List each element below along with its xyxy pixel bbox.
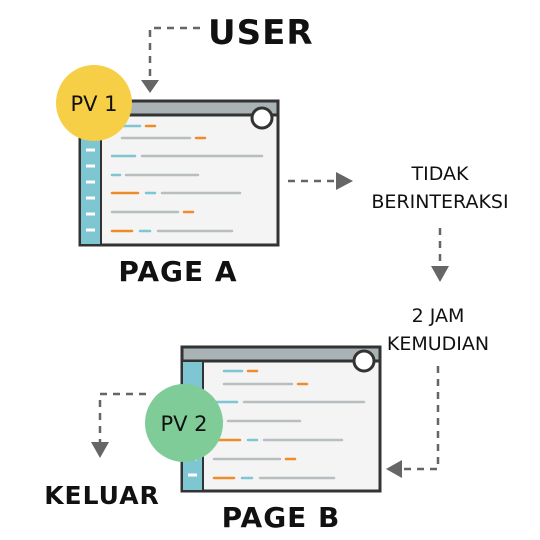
pv1-label: PV 1 — [70, 92, 117, 116]
pv1-badge — [56, 65, 132, 141]
wait-arrow-head — [431, 266, 449, 282]
jam-label-line1: 2 JAM — [412, 305, 465, 327]
idle-arrow-head — [336, 172, 353, 190]
keluar-label: KELUAR — [44, 481, 160, 510]
user-label: USER — [208, 13, 314, 53]
exit-arrow — [98, 392, 146, 442]
pv2-label: PV 2 — [160, 412, 207, 436]
return-arrow-head — [386, 460, 402, 478]
page-a-label: PAGE A — [118, 255, 237, 288]
user-arrow — [148, 26, 200, 80]
return-arrow — [402, 366, 440, 471]
jam-label-line2: KEMUDIAN — [387, 333, 489, 355]
user-arrow-head — [141, 80, 159, 93]
exit-arrow-head — [91, 442, 109, 458]
pv2-badge — [145, 384, 223, 462]
tidak-label-line2: BERINTERAKSI — [371, 191, 508, 213]
tidak-label-line1: TIDAK — [411, 163, 470, 185]
page-b-label: PAGE B — [222, 501, 341, 534]
